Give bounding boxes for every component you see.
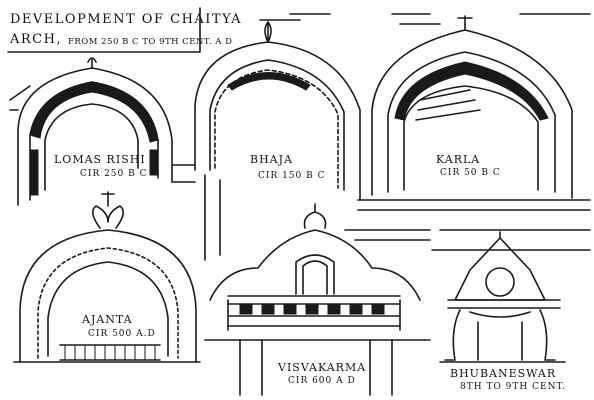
bhubaneswar-label: BHUBANESWAR <box>450 367 557 380</box>
lomas-rishi-label: LOMAS RISHI <box>54 153 146 166</box>
visvakarma-label: VISVAKARMA <box>278 361 367 374</box>
bhaja-date: CIR 150 B C <box>258 171 326 181</box>
bhaja-label: BHAJA <box>250 153 293 166</box>
bhubaneswar-date: 8TH TO 9TH CENT. <box>460 382 566 392</box>
bhaja-arch-drawing <box>194 13 361 261</box>
visvakarma-arch-drawing <box>204 203 431 396</box>
karla-arch-drawing <box>357 13 591 211</box>
visvakarma-date: CIR 600 A D <box>288 376 356 386</box>
plate-title-line2-prefix: ARCH, <box>10 32 63 47</box>
karla-label: KARLA <box>436 153 481 166</box>
plate-title-line1: DEVELOPMENT OF CHAITYA <box>10 12 243 27</box>
plate-title-line2-suffix: FROM 250 B C TO 9TH CENT. A D <box>68 37 233 47</box>
karla-date: CIR 50 B C <box>440 168 501 178</box>
lomas-rishi-date: CIR 250 B C <box>80 169 148 179</box>
ajanta-date: CIR 500 A.D <box>88 329 156 339</box>
title-frame <box>7 7 201 53</box>
lomas-rishi-arch-drawing <box>9 57 196 206</box>
ajanta-arch-drawing <box>13 191 201 363</box>
ajanta-label: AJANTA <box>82 313 133 326</box>
bhubaneswar-arch-drawing <box>431 229 591 363</box>
